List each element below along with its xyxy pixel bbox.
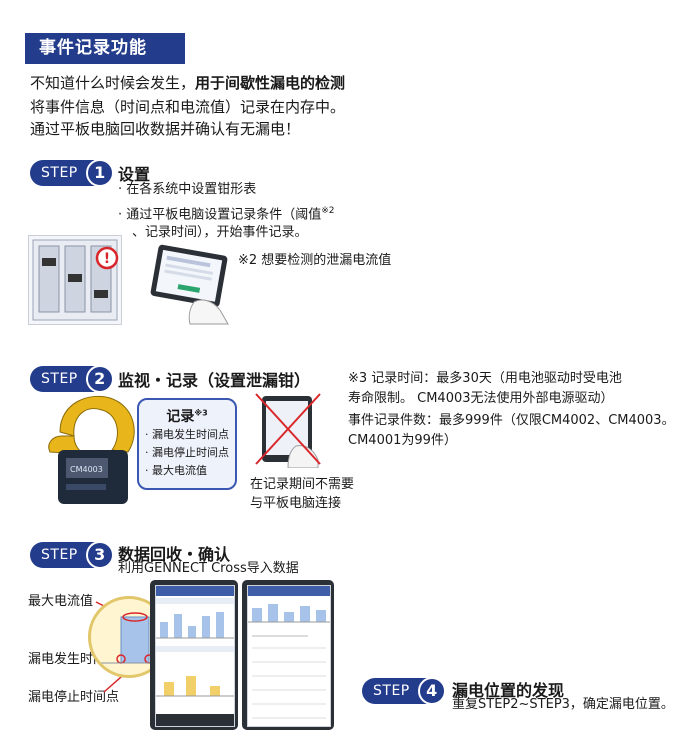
- step-number: 2: [86, 365, 114, 393]
- note-mark: ※2: [321, 206, 335, 216]
- step-3-subtitle: 利用GENNECT Cross导入数据: [118, 561, 299, 576]
- app-screen-chart-content: [155, 585, 235, 727]
- event-bar-chart: [156, 586, 234, 726]
- step-1-badge: STEP 1: [30, 159, 114, 187]
- step-label: STEP: [41, 371, 78, 387]
- step-4-subtitle: 重复STEP2~STEP3，确定漏电位置。: [452, 697, 674, 712]
- app-screen-list-content: [247, 585, 331, 727]
- app-screen-chart: [150, 580, 238, 730]
- callout-leak-stop: 漏电停止时间点: [28, 690, 120, 705]
- step-2-note-3: 事件记录件数：最多999件（仅限CM4002、CM4003。: [348, 413, 675, 428]
- step-3-title: 数据回收・确认: [118, 545, 231, 564]
- note-mark: ※3: [194, 408, 208, 418]
- step-label: STEP: [41, 165, 78, 181]
- intro-line-3: 通过平板电脑回收数据并确认有无漏电！: [30, 120, 301, 138]
- clamp-meter-drawing: CM4003: [48, 395, 135, 504]
- step-number: 4: [418, 677, 446, 705]
- step-1-title: 设置: [118, 165, 151, 184]
- record-item-3: · 最大电流值: [145, 464, 207, 477]
- step-2-badge: STEP 2: [30, 365, 114, 393]
- step-number: 3: [86, 541, 114, 569]
- step-1-bullet-2: · 通过平板电脑设置记录条件（阈值※2: [118, 201, 335, 225]
- record-title: 记录※3: [139, 406, 235, 426]
- step-2-note-1: ※3 记录时间：最多30天（用电池驱动时受电池: [348, 371, 622, 386]
- intro-line-1: 不知道什么时候会发生，用于间歇性漏电的检测: [30, 72, 670, 94]
- section-title: 事件记录功能: [25, 33, 185, 64]
- tablet-not-needed-illustration: [252, 392, 324, 469]
- distribution-panel-illustration: !: [28, 235, 122, 325]
- step-1-bullet-1: · 在各系统中设置钳形表: [118, 182, 257, 197]
- record-item-2: · 漏电停止时间点: [145, 446, 229, 459]
- callout-max-current: 最大电流值: [28, 594, 94, 609]
- tablet-hand-drawing: [150, 244, 229, 325]
- step-3-badge: STEP 3: [30, 541, 114, 569]
- record-title-text: 记录: [166, 409, 195, 425]
- intro-line-2: 将事件信息（时间点和电流值）记录在内存中。: [30, 98, 346, 116]
- step-2-note-4: CM4001为99件）: [348, 433, 457, 448]
- step-4-badge: STEP 4: [362, 677, 446, 705]
- panel-drawing: !: [32, 239, 119, 321]
- step-1-bullet-2-text: · 通过平板电脑设置记录条件（阈值: [118, 207, 322, 223]
- app-screen-list: [242, 580, 334, 730]
- step-number: 1: [86, 159, 114, 187]
- crossed-tablet-drawing: [255, 393, 321, 469]
- svg-text:!: !: [104, 251, 110, 267]
- event-list-table: [248, 586, 330, 719]
- tablet-caption-2: 与平板电脑连接: [250, 496, 342, 511]
- clamp-meter-illustration: CM4003: [40, 392, 150, 504]
- step-4-title: 漏电位置的发现: [452, 681, 565, 700]
- step-label: STEP: [41, 547, 78, 563]
- step-1-bullet-3: 、记录时间），开始事件记录。: [132, 225, 308, 240]
- step-label: STEP: [373, 683, 410, 699]
- record-callout: 记录※3 · 漏电发生时间点 · 漏电停止时间点 · 最大电流值: [137, 398, 237, 490]
- alert-icon: [95, 246, 119, 270]
- intro-text-bold: 用于间歇性漏电的检测: [195, 74, 346, 92]
- intro-text-plain: 不知道什么时候会发生，: [30, 74, 196, 92]
- tablet-setup-illustration: [150, 240, 232, 325]
- record-item-1: · 漏电发生时间点: [145, 428, 229, 441]
- tablet-caption-1: 在记录期间不需要: [250, 477, 355, 492]
- step-2-note-2: 寿命限制。 CM4003无法使用外部电源驱动）: [348, 391, 614, 406]
- step-2-title: 监视・记录（设置泄漏钳）: [118, 371, 311, 390]
- clamp-model-label: CM4003: [70, 465, 103, 474]
- step-1-note: ※2 想要检测的泄漏电流值: [238, 253, 392, 268]
